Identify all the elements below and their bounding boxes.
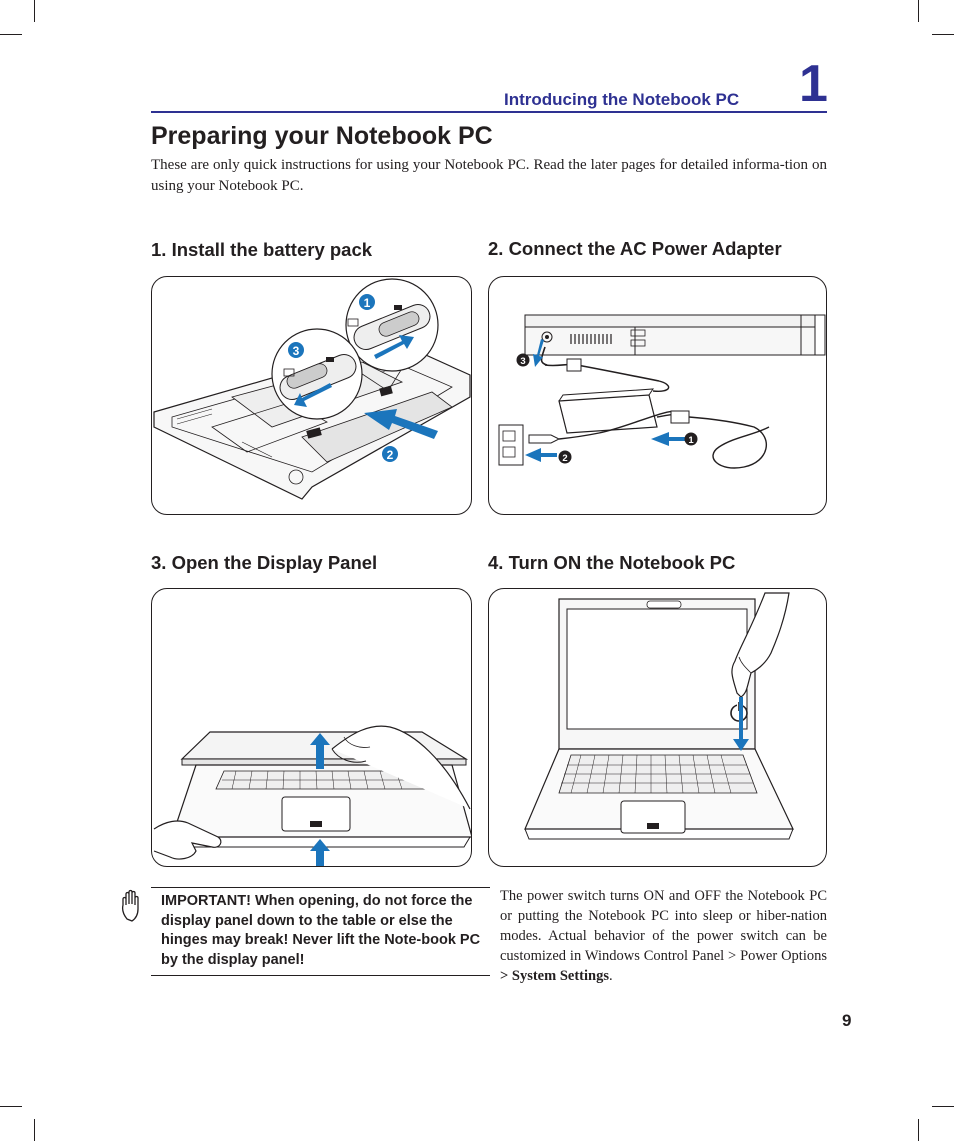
open-display-illustration bbox=[151, 588, 472, 867]
crop-mark bbox=[34, 0, 35, 22]
power-note-bold: > System Settings bbox=[500, 968, 609, 984]
ac-callout-2: 2 bbox=[562, 453, 567, 464]
step-4-heading: 4. Turn ON the Notebook PC bbox=[488, 552, 736, 573]
battery-callout-2: 2 bbox=[387, 448, 394, 462]
step-2-heading: 2. Connect the AC Power Adapter bbox=[488, 238, 782, 259]
header-rule bbox=[151, 111, 827, 113]
hand-icon bbox=[121, 889, 139, 922]
note-top-rule bbox=[151, 887, 490, 888]
power-on-illustration bbox=[488, 588, 827, 867]
battery-install-illustration: 1 2 3 bbox=[151, 276, 472, 515]
crop-mark bbox=[932, 34, 954, 35]
power-switch-note: The power switch turns ON and OFF the No… bbox=[500, 886, 827, 986]
battery-callout-1: 1 bbox=[364, 296, 371, 310]
page-title: Preparing your Notebook PC bbox=[151, 122, 493, 150]
crop-mark bbox=[34, 1119, 35, 1141]
chapter-title: Introducing the Notebook PC bbox=[504, 90, 740, 109]
crop-mark bbox=[918, 0, 919, 22]
power-note-end: . bbox=[608, 968, 613, 984]
step-1-heading: 1. Install the battery pack bbox=[151, 239, 373, 260]
page-number: 9 bbox=[842, 1011, 852, 1030]
step-3-heading: 3. Open the Display Panel bbox=[151, 552, 378, 573]
ac-callout-1: 1 bbox=[688, 435, 694, 446]
intro-paragraph: These are only quick instructions for us… bbox=[151, 157, 827, 194]
crop-mark bbox=[0, 1106, 22, 1107]
crop-mark bbox=[932, 1106, 954, 1107]
ac-callout-3: 3 bbox=[520, 356, 525, 367]
power-note-text: The power switch turns ON and OFF the No… bbox=[500, 888, 827, 964]
note-bottom-rule bbox=[151, 975, 490, 976]
ac-adapter-illustration: 1 2 3 bbox=[488, 276, 827, 515]
battery-callout-3: 3 bbox=[293, 344, 300, 358]
crop-mark bbox=[918, 1119, 919, 1141]
chapter-number: 1 bbox=[799, 55, 828, 113]
crop-mark bbox=[0, 34, 22, 35]
important-note: IMPORTANT! When opening, do not force th… bbox=[161, 893, 481, 968]
